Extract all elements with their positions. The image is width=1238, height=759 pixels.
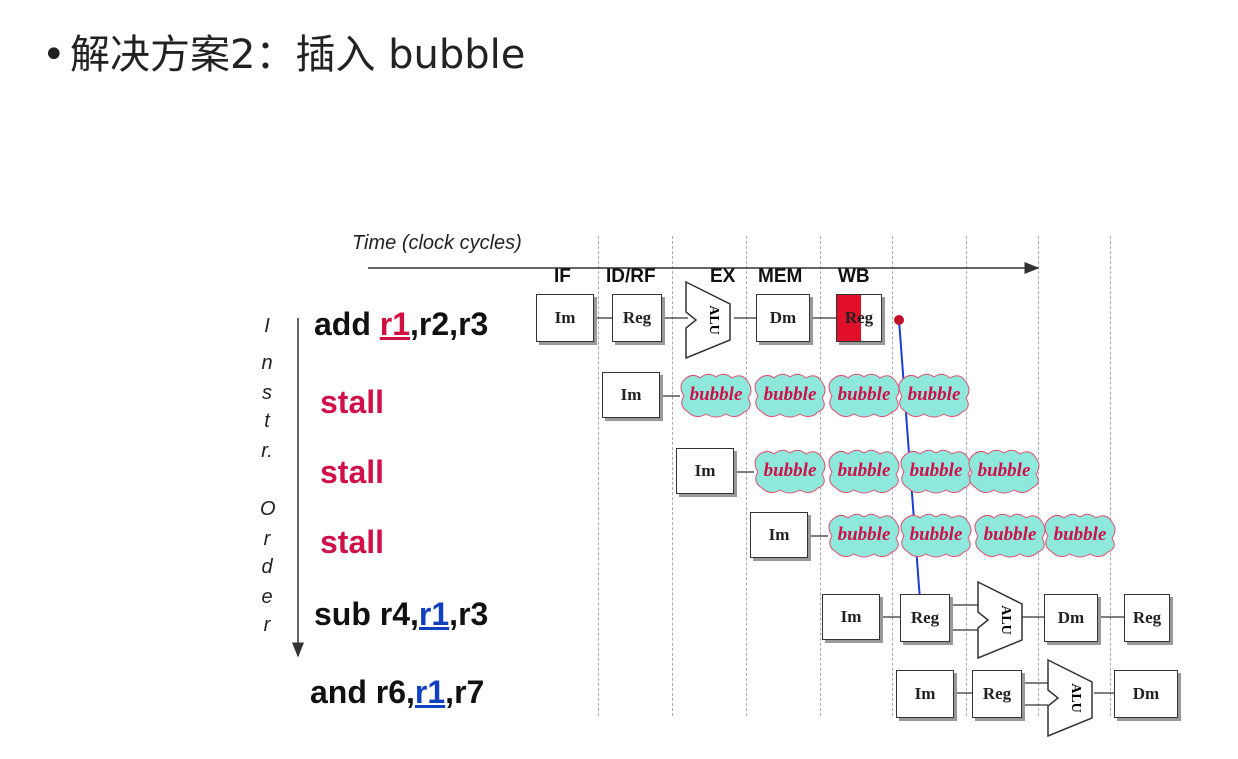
cycle-divider [746,236,747,716]
order-label: r [263,614,271,636]
instr-sub: sub r4,r1,r3 [314,596,489,632]
cycle-divider [598,236,599,716]
reg-block: Reg [900,594,950,642]
stage-ex: EX [710,266,736,287]
bubble-shape: bubble [1042,510,1118,560]
dm-block: Dm [1114,670,1178,718]
svg-text:ALU: ALU [706,305,721,335]
reg-writeback-block: Reg [836,294,882,342]
bubble-shape: bubble [826,370,902,420]
stall-label: stall [320,524,385,560]
svg-text:ALU: ALU [1068,683,1083,713]
alu-block: ALU [977,580,1023,660]
order-label: r [263,528,271,550]
stall-label: stall [320,384,385,420]
im-block: Im [896,670,954,718]
im-block: Im [822,594,880,640]
reg-block: Reg [1124,594,1170,642]
bubble-shape: bubble [898,446,974,496]
order-label: s [262,382,272,404]
bubble-shape: bubble [966,446,1042,496]
bubble-shape: bubble [752,370,828,420]
slide-title: •解决方案2：插入 bubble [42,32,526,78]
svg-text:ALU: ALU [998,605,1013,635]
bubble-shape: bubble [972,510,1048,560]
order-label: n [261,352,273,374]
dm-block: Dm [1044,594,1098,642]
dm-block: Dm [756,294,810,342]
bubble-shape: bubble [826,446,902,496]
stall-label: stall [320,454,385,490]
stage-if: IF [554,266,571,287]
order-label: d [261,556,273,578]
bubble-shape: bubble [826,510,902,560]
reg-block: Reg [972,670,1022,718]
stage-wb: WB [838,266,870,287]
im-block: Im [536,294,594,342]
title-text: 解决方案2：插入 bubble [70,32,526,78]
forward-dot [894,315,904,325]
instr-add: add r1,r2,r3 [314,306,489,342]
alu-block: ALU [1047,658,1093,738]
im-block: Im [676,448,734,494]
stage-mem: MEM [758,266,803,287]
bubble-shape: bubble [896,370,972,420]
cycle-divider [1038,236,1039,716]
bubble-shape: bubble [898,510,974,560]
order-label: r. [261,440,273,462]
im-block: Im [602,372,660,418]
time-axis-label: Time (clock cycles) [352,232,522,254]
stage-id: ID/RF [606,266,656,287]
order-label: e [261,586,273,608]
order-label: t [264,410,270,432]
order-label: I [264,315,270,337]
instr-and: and r6,r1,r7 [310,674,485,710]
cycle-divider [672,236,673,716]
reg-block: Reg [612,294,662,342]
im-block: Im [750,512,808,558]
alu-block: ALU [685,280,731,360]
cycle-divider [1110,236,1111,716]
bubble-shape: bubble [678,370,754,420]
bubble-shape: bubble [752,446,828,496]
order-label: O [260,498,276,520]
